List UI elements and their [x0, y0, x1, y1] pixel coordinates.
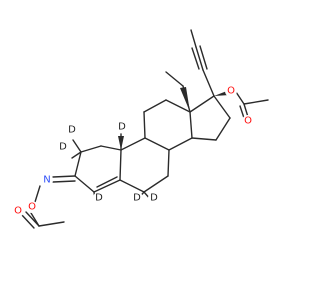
- atom-o-carbonyl-bottom: O: [14, 206, 22, 217]
- bond-c1-d1: [72, 139, 82, 153]
- atom-labels: O O N O O D D D D D D: [12, 85, 254, 217]
- atom-d-c4: D: [95, 193, 103, 204]
- bond-c1-d2: [71, 151, 82, 159]
- bond-carbonyl-double-2: [239, 105, 245, 119]
- bond-ester-o-carbonyl: [235, 91, 245, 105]
- bond-ethyl-ch3: [165, 71, 184, 87]
- atom-d-c1a: D: [68, 125, 76, 136]
- bond-c5-c6: [119, 179, 145, 193]
- bond-c8-c9: [144, 137, 170, 151]
- bond-c4-c5-double-inner: [96, 176, 118, 188]
- bond-carbonyl-methyl: [243, 99, 269, 105]
- bond-c13-c14: [189, 111, 193, 139]
- bond-c12-c13: [165, 99, 191, 113]
- bond-c11-c12: [143, 99, 167, 113]
- atom-o-carbonyl-top: O: [244, 116, 252, 127]
- bond-c3-n-double-2: [52, 180, 76, 183]
- bond-c9-c11: [143, 111, 146, 139]
- atom-o-ester-top: O: [227, 86, 235, 97]
- bond-carbonyl-double-bottom-1: [25, 211, 40, 227]
- bond-c9-c10: [120, 137, 146, 151]
- bond-alkyne-terminal: [190, 29, 197, 48]
- atom-n-oxime: N: [43, 175, 50, 186]
- atom-d-c6b: D: [150, 193, 158, 204]
- bond-alkyne-triple-2: [191, 47, 200, 70]
- bond-alkyne-triple-1: [195, 46, 204, 71]
- atom-d-c10: D: [118, 122, 126, 133]
- bond-carbonyl-methyl-bottom: [38, 221, 65, 227]
- bond-c6-c7: [143, 175, 169, 193]
- atom-d-c6a: D: [133, 193, 141, 204]
- molecule-structure: O O N O O D D D D D D: [12, 29, 269, 229]
- bond-carbonyl-double-bottom-2: [20, 213, 35, 229]
- atom-d-c1b: D: [59, 142, 67, 153]
- wedge-c10-d: [118, 136, 124, 150]
- bond-c14-c8: [168, 137, 193, 151]
- bond-n-o: [34, 185, 41, 203]
- bond-alkyne-triple-3: [199, 45, 208, 70]
- bond-c1-c2: [80, 145, 102, 153]
- wedge-c13-ethyl: [180, 87, 190, 112]
- atom-o-oxime: O: [28, 202, 36, 213]
- bond-c17-c16: [213, 95, 231, 119]
- bonds: [20, 29, 269, 229]
- bond-c10-c1: [100, 145, 122, 151]
- bond-c3-n-double-1: [52, 175, 76, 178]
- bond-c5-c10: [119, 149, 122, 181]
- bond-c3-c4: [74, 175, 95, 193]
- bond-carbonyl-double-1: [243, 103, 249, 118]
- bond-c4-c5-double: [93, 179, 121, 193]
- bond-c17-alkyne: [202, 69, 215, 97]
- bond-c2-c3: [74, 151, 82, 177]
- bond-c13-c17: [189, 95, 215, 113]
- bond-c16-c15: [215, 117, 231, 141]
- bond-c15-c14: [191, 137, 217, 141]
- bond-c7-c8: [167, 149, 170, 177]
